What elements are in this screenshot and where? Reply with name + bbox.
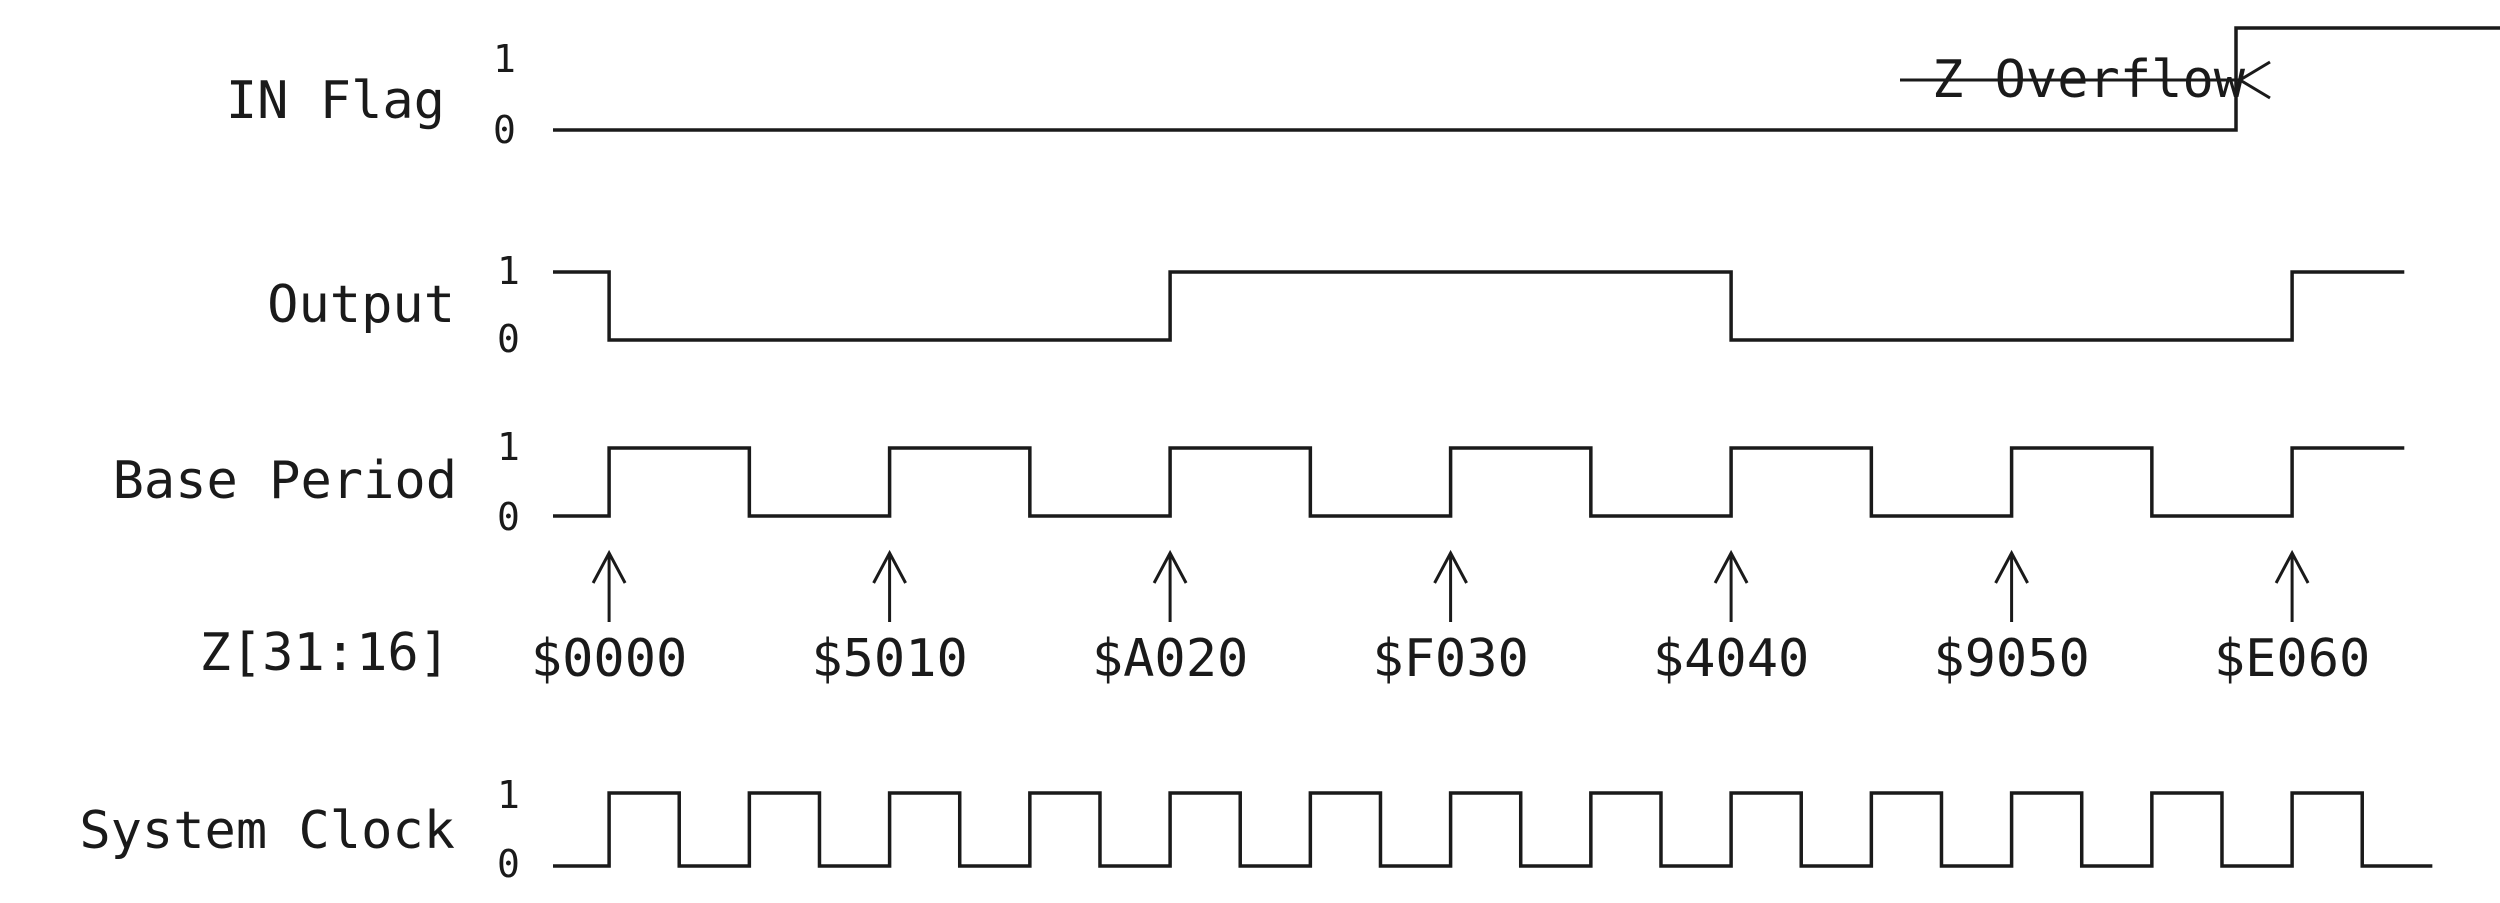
level-high-label-output: 1 xyxy=(497,249,520,293)
waveform-system-clock xyxy=(553,791,2433,868)
annotation-text: Z Overflow xyxy=(1932,50,2246,110)
z-bus-value: $F030 xyxy=(1372,629,1529,689)
signal-row-base-period: Base Period 1 0 xyxy=(113,425,2405,539)
signal-row-output: Output 1 0 xyxy=(267,249,2405,361)
z-bus-value: $9050 xyxy=(1933,629,2090,689)
signal-label-system-clock: System Clock xyxy=(79,801,455,861)
signal-label-in-flag: IN Flag xyxy=(226,71,445,131)
annotation-arrow xyxy=(1900,60,2271,100)
sample-arrow xyxy=(2274,549,2310,622)
level-low-label-output: 0 xyxy=(497,317,520,361)
z-bus-label: Z[31:16] xyxy=(200,623,450,683)
z-bus-value: $E060 xyxy=(2214,629,2371,689)
z-bus-value: $0000 xyxy=(531,629,688,689)
level-high-label-system-clock: 1 xyxy=(497,773,520,817)
sample-arrow xyxy=(1433,549,1468,622)
waveform-base-period xyxy=(553,446,2405,518)
level-low-label-in-flag: 0 xyxy=(493,108,516,152)
signal-row-system-clock: System Clock 1 0 xyxy=(79,773,2433,886)
signal-label-output: Output xyxy=(267,275,455,335)
level-high-label-base-period: 1 xyxy=(497,425,520,469)
sample-arrow xyxy=(872,549,907,622)
sample-arrow xyxy=(1713,549,1749,622)
level-high-label-in-flag: 1 xyxy=(493,37,516,81)
waveform-output xyxy=(553,270,2405,342)
signal-label-base-period: Base Period xyxy=(113,451,457,511)
level-low-label-base-period: 0 xyxy=(497,495,520,539)
annotation-z-overflow: Z Overflow xyxy=(1900,50,2271,110)
z-bus-value: $5010 xyxy=(811,629,968,689)
sample-arrow xyxy=(591,549,627,622)
z-bus-row: Z[31:16] $0000 $5010 $A020 $F030 $4040 $9050 $… xyxy=(200,549,2371,689)
z-bus-value: $4040 xyxy=(1653,629,1810,689)
level-low-label-system-clock: 0 xyxy=(497,842,520,886)
sample-arrow xyxy=(1994,549,2029,622)
z-bus-value: $A020 xyxy=(1092,629,1249,689)
sample-arrow xyxy=(1152,549,1188,622)
